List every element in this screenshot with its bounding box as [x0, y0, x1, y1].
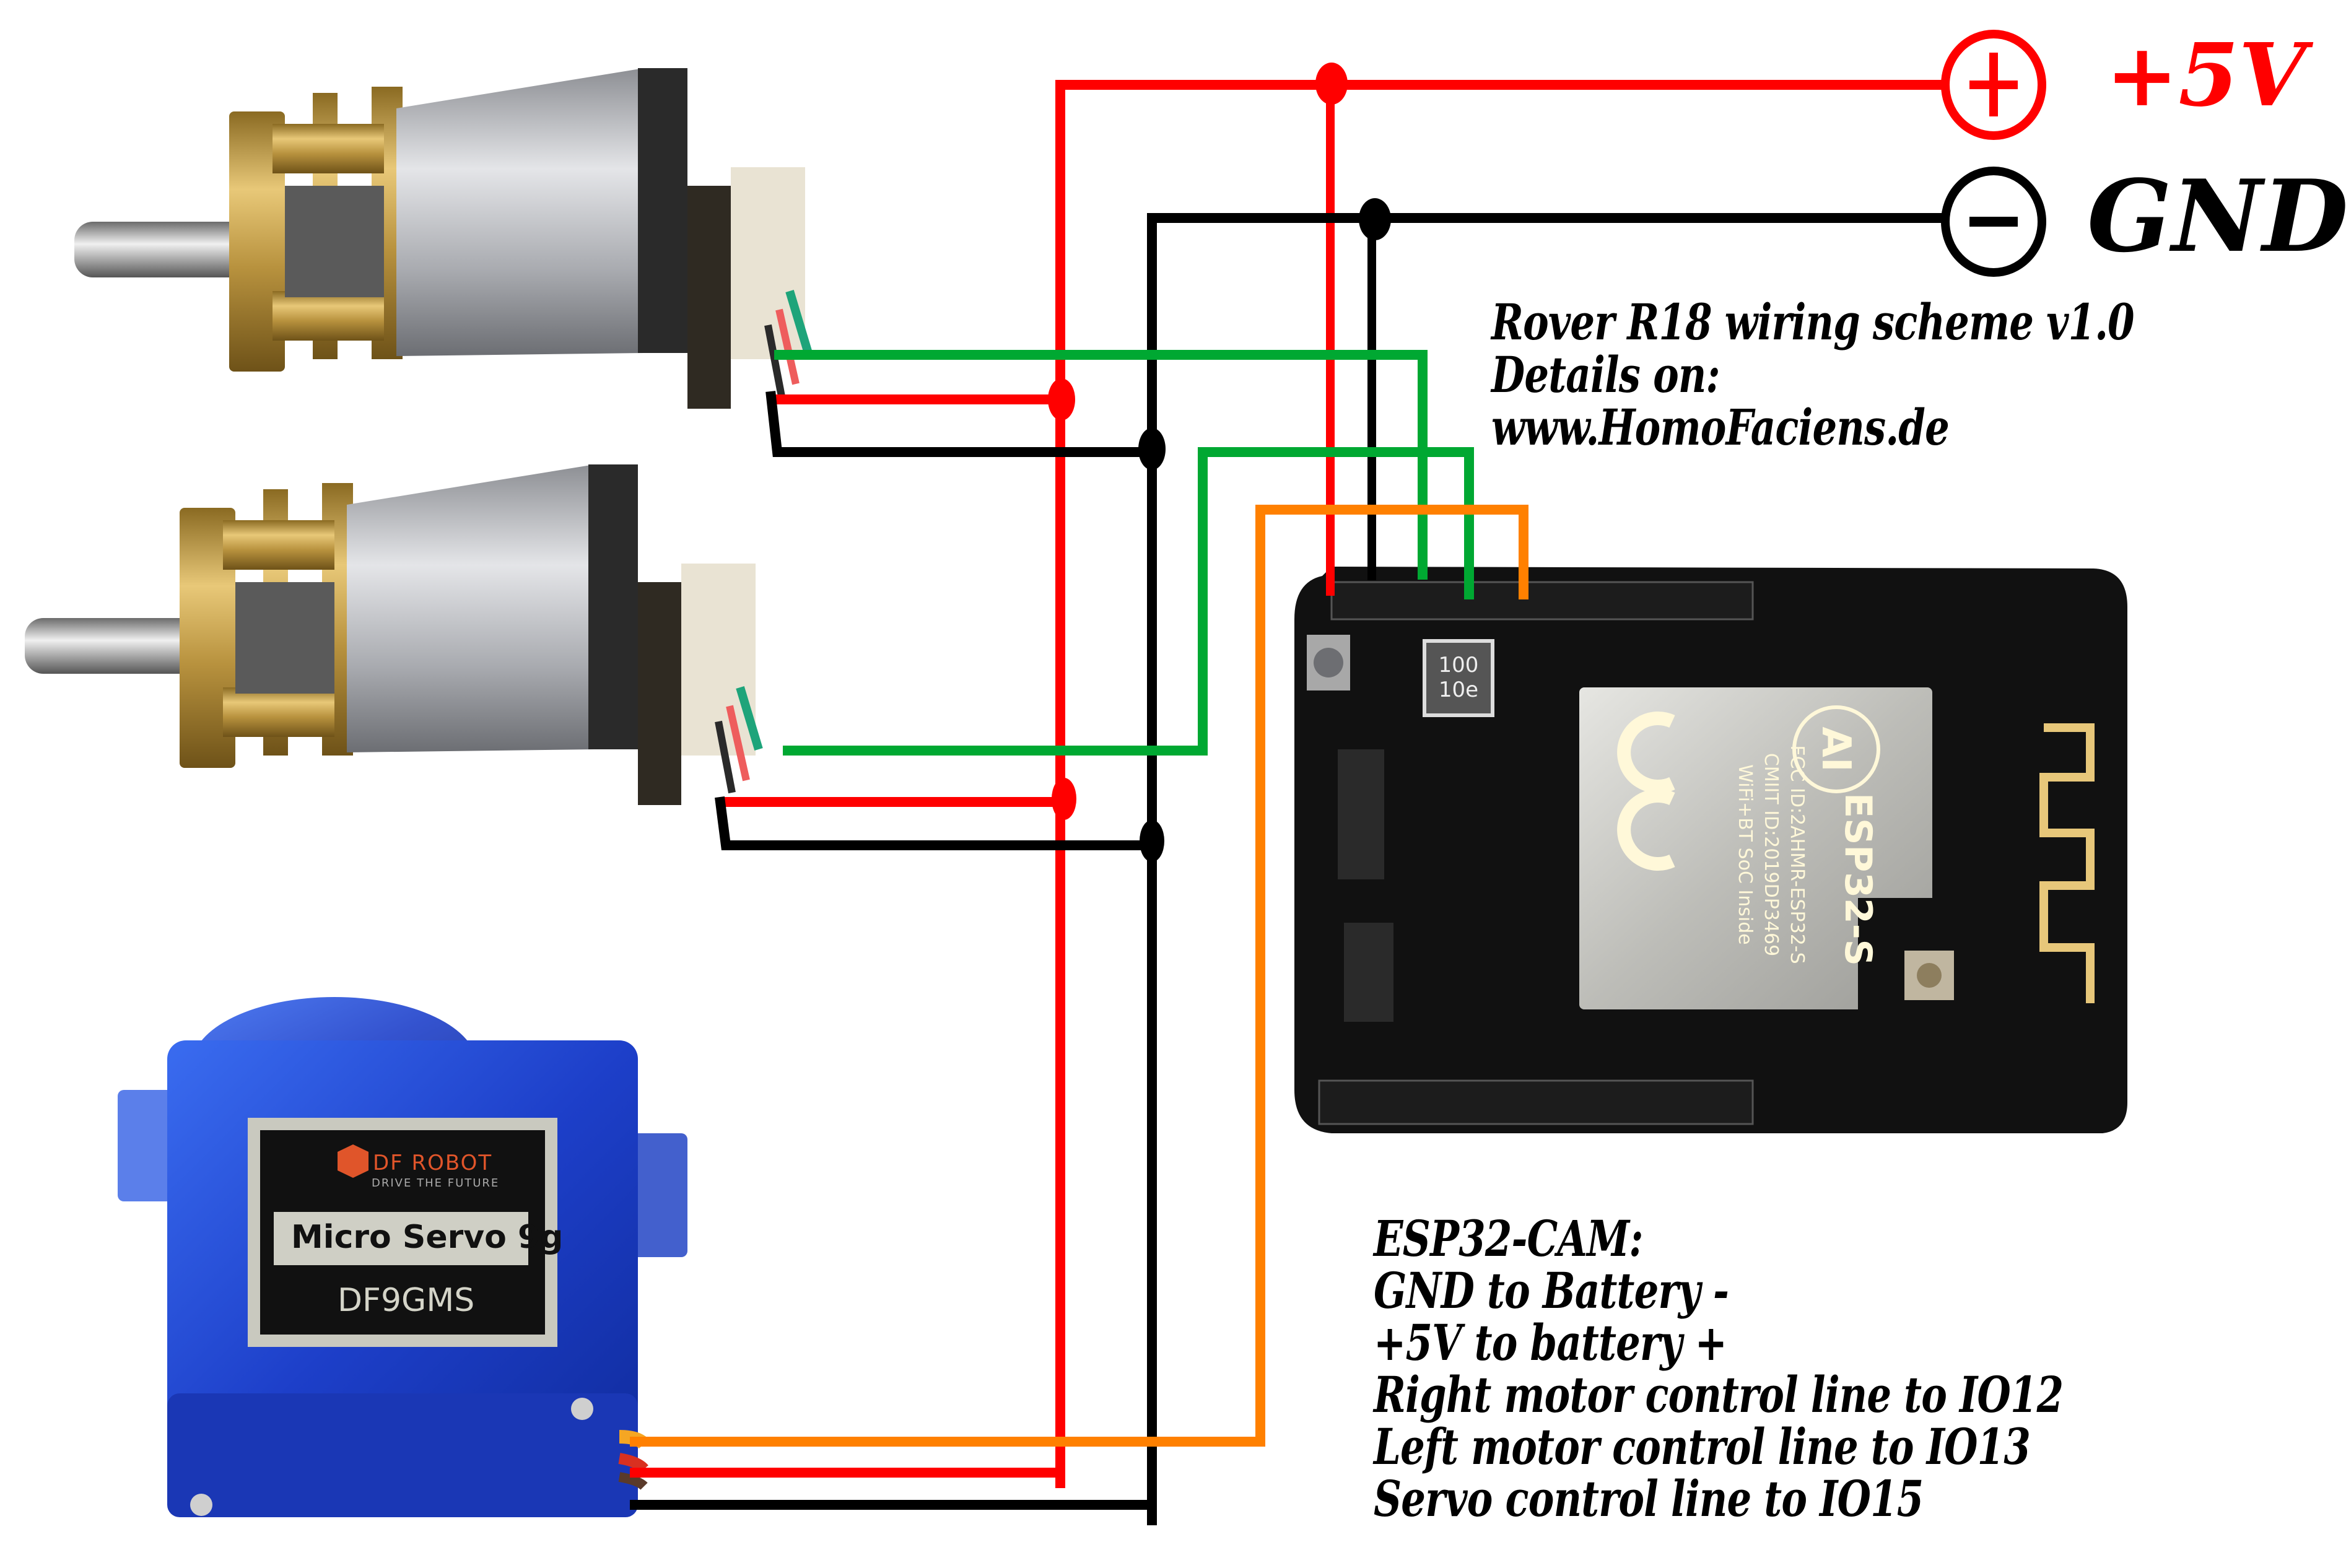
- servo-lead-brown: [618, 1472, 648, 1491]
- encoder-board: [687, 186, 731, 409]
- junction-gnd-board: [1359, 198, 1391, 240]
- gear-stack: [235, 582, 334, 694]
- motor-endcap: [588, 464, 638, 749]
- reset-button-cap: [1314, 648, 1343, 677]
- header-bottom: [1318, 1079, 1754, 1125]
- positive-rail-label: +5V: [2106, 25, 2306, 126]
- wire-right-motor-signal: [774, 350, 1428, 580]
- servo: [118, 997, 687, 1517]
- wire-motor-top-ground: [765, 391, 1157, 457]
- pcb-antenna: [2039, 723, 2095, 1003]
- junction-gnd-motor-bottom: [1140, 820, 1164, 862]
- ufl-connector-center: [1917, 963, 1942, 988]
- header-top: [1330, 581, 1754, 621]
- servo-model-label: Micro Servo 9g: [291, 1219, 564, 1256]
- gearbox-rod: [273, 124, 384, 173]
- note-line: Right motor control line to IO12: [1374, 1365, 2064, 1424]
- website-link[interactable]: www.HomoFaciens.de: [1491, 398, 1950, 456]
- servo-brand: DF ROBOT: [373, 1151, 493, 1175]
- gearbox-rod: [223, 687, 334, 737]
- ai-thinker-logo-icon: [1792, 705, 1880, 793]
- notes-heading: ESP32-CAM:: [1374, 1209, 1643, 1268]
- motor-bottom: [25, 464, 763, 805]
- lead-black: [764, 324, 785, 398]
- note-line: Left motor control line to IO13: [1374, 1418, 2031, 1476]
- title-line: Details on:: [1491, 346, 1720, 404]
- negative-rail-label: GND: [2087, 158, 2346, 274]
- junction-5v-board: [1315, 63, 1348, 105]
- positive-rail-symbol: [1941, 30, 2046, 140]
- gearbox-rod: [223, 520, 334, 570]
- ce-mark-icon: [1617, 712, 1675, 793]
- ce-mark-icon: [1617, 789, 1675, 871]
- motor-endcap: [638, 68, 687, 353]
- lead-red: [726, 705, 750, 782]
- module-line-3: WiFi+BT SoC Inside: [1734, 764, 1756, 945]
- title-line: Rover R18 wiring scheme v1.0: [1491, 293, 2135, 351]
- wire-5v-bus: [1055, 80, 1962, 1488]
- wire-left-motor-signal: [783, 447, 1474, 756]
- wire-gnd-bus: [1147, 213, 1962, 1525]
- psram-chip: [1344, 923, 1393, 1022]
- servo-model-code: DF9GMS: [338, 1282, 475, 1319]
- dfrobot-logo-icon: [338, 1144, 368, 1178]
- lead-black: [715, 720, 736, 794]
- negative-rail-symbol: [1941, 167, 2046, 277]
- esp32-s-module: [1579, 687, 1932, 1009]
- module-line-1: FCC ID:2AHMR-ESP32-S: [1786, 745, 1808, 964]
- motor-can: [396, 68, 687, 356]
- motor-top: [74, 68, 813, 409]
- servo-screw: [571, 1398, 593, 1420]
- junction-5v-motor-bottom: [1052, 778, 1076, 820]
- lead-red: [775, 308, 800, 385]
- encoder-board: [638, 582, 681, 805]
- ai-logo-text: AI: [1813, 726, 1859, 772]
- motor-shaft: [74, 222, 260, 277]
- inductor-code-2: 10e: [1439, 677, 1478, 702]
- servo-model-box: [271, 1209, 531, 1268]
- servo-tagline: DRIVE THE FUTURE: [372, 1177, 500, 1190]
- gear-stack: [285, 186, 384, 297]
- wire-servo-power: [630, 1463, 1065, 1478]
- note-line: Servo control line to IO15: [1374, 1470, 1924, 1528]
- note-line: +5V to battery +: [1374, 1313, 1727, 1372]
- junction-gnd-motor-top: [1138, 428, 1166, 470]
- wiring-notes: ESP32-CAM: GND to Battery - +5V to batte…: [1374, 1209, 2064, 1528]
- inductor-code-1: 100: [1439, 653, 1479, 677]
- junctions: [1048, 63, 1391, 862]
- note-line: GND to Battery -: [1374, 1261, 1729, 1320]
- esp32-cam-board: AI ESP32-S FCC ID:2AHMR-ESP32-S CMIIT ID…: [1294, 567, 2127, 1133]
- gearbox-plate: [229, 111, 285, 372]
- module-label: ESP32-S: [1836, 793, 1880, 966]
- module-line-2: CMIIT ID:2019DP3469: [1760, 753, 1782, 956]
- wire-motor-bottom-ground: [715, 796, 1157, 850]
- lead-green: [785, 289, 813, 355]
- gearbox-rod: [273, 291, 384, 341]
- wire-servo-ground: [630, 1494, 1157, 1510]
- regulator-chip: [1338, 749, 1384, 879]
- junction-5v-motor-top: [1048, 378, 1075, 420]
- lead-green: [736, 686, 763, 751]
- wires: [630, 80, 1962, 1525]
- motor-can: [347, 464, 638, 752]
- inductor: [1423, 639, 1494, 717]
- gearbox-plate: [180, 508, 235, 768]
- servo-lower-case: [167, 1393, 638, 1517]
- diagram-title: Rover R18 wiring scheme v1.0 Details on:…: [1491, 293, 2135, 456]
- servo-screw: [190, 1494, 212, 1516]
- motor-shaft: [25, 618, 211, 674]
- wire-servo-signal: [630, 505, 1528, 1447]
